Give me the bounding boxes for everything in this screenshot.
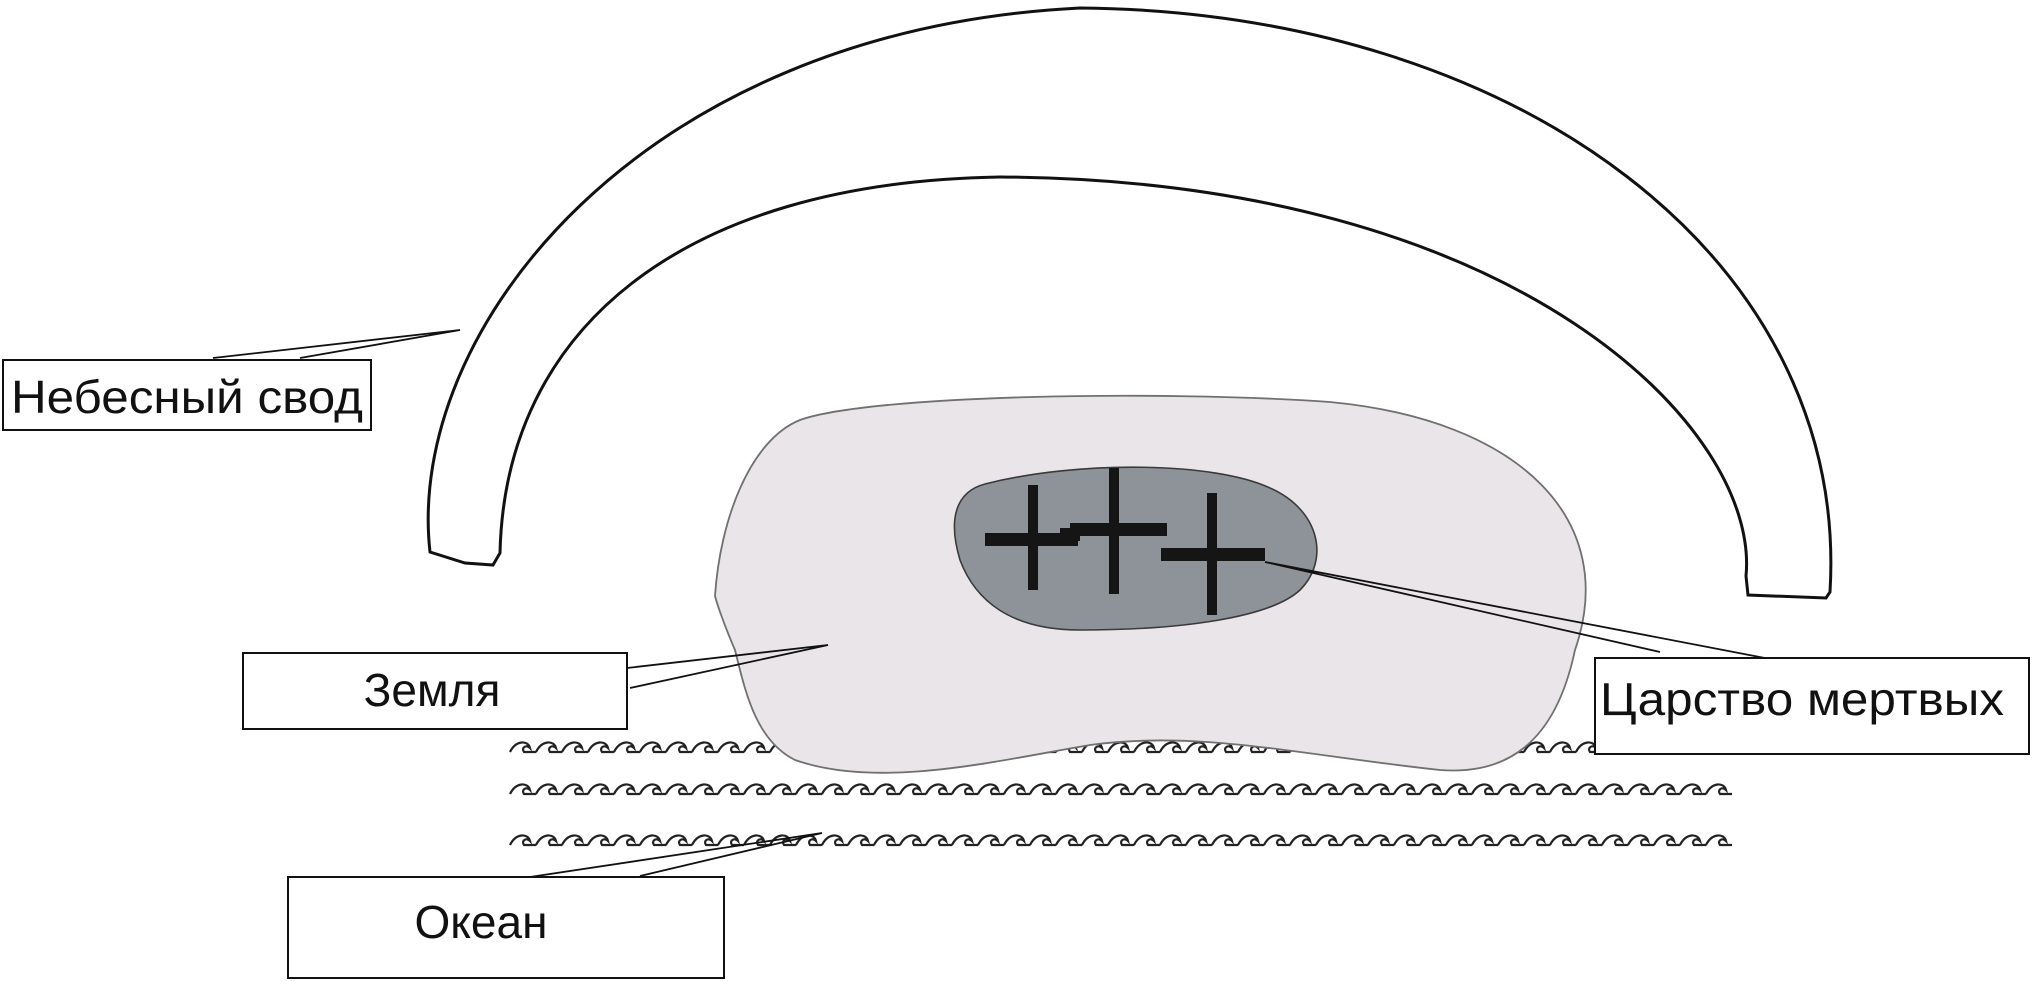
- label-sky-vault: Небесный свод: [2, 359, 372, 431]
- grave-crosses: [985, 468, 1265, 615]
- underworld-leader: [1264, 561, 1771, 660]
- wave-row: [509, 834, 1732, 847]
- sky-vault-leader: [212, 329, 461, 359]
- label-box-underworld: [1594, 657, 2030, 755]
- label-box-sky-vault: [2, 359, 372, 431]
- label-box-earth: [242, 652, 628, 730]
- cross-2-notch: [1060, 528, 1080, 541]
- wave-row: [509, 783, 1732, 796]
- sky-vault-arc: [426, 6, 1833, 600]
- label-ocean: Океан: [287, 876, 725, 979]
- leader-lines: [212, 329, 1771, 878]
- wave-row: [509, 741, 1732, 754]
- cross-2-horizontal: [1070, 523, 1167, 536]
- label-text-sky-vault: Небесный свод: [11, 371, 363, 423]
- label-text-earth: Земля: [364, 664, 501, 716]
- ocean-leader: [529, 832, 823, 878]
- label-underworld: Царство мертвых: [1594, 657, 2030, 755]
- cross-3-horizontal: [1161, 548, 1265, 561]
- label-text-ocean: Океан: [415, 896, 548, 948]
- cross-1-horizontal: [985, 533, 1078, 546]
- ocean-waves: [509, 741, 1732, 847]
- earth-leader: [626, 644, 829, 689]
- underworld-shape: [953, 466, 1318, 631]
- label-text-underworld: Царство мертвых: [1600, 673, 2004, 725]
- label-box-ocean: [287, 876, 725, 979]
- label-earth: Земля: [242, 652, 628, 730]
